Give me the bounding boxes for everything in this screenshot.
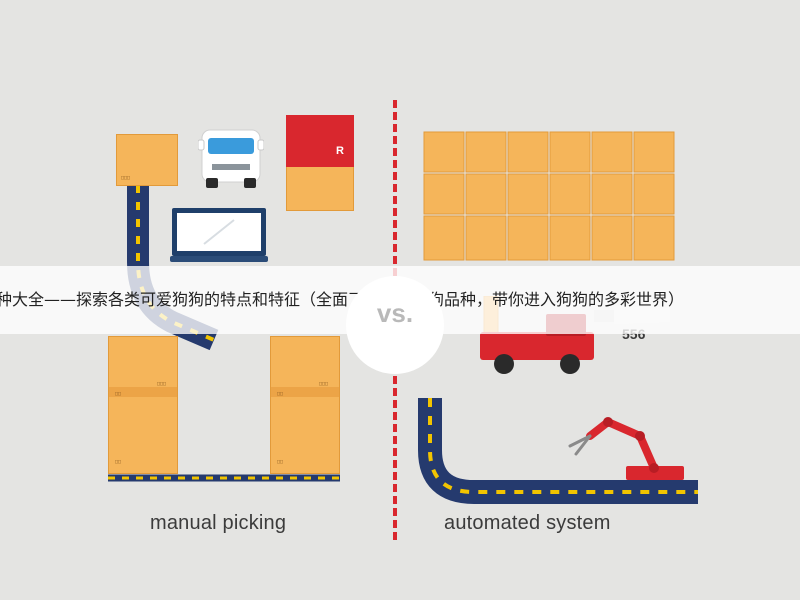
top-left-box: □□□ — [116, 134, 178, 186]
robotic-arm-icon — [568, 417, 684, 480]
poster-box: R — [286, 115, 354, 211]
left-shelf-box: □□□ □□ □□ — [108, 336, 178, 474]
delivery-truck-icon — [198, 129, 264, 188]
right-shelf-box: □□□ □□ □□ — [270, 336, 340, 474]
poster-letter: R — [336, 145, 344, 157]
caption-automated-system: automated system — [444, 512, 611, 534]
vs-label: vs. — [376, 298, 414, 328]
laptop-icon — [170, 208, 268, 262]
banner-text: 种大全——探索各类可爱狗狗的特点和特征（全面了解不同狗狗品种，带你进入狗狗的多彩… — [0, 290, 685, 309]
caption-manual-picking: manual picking — [150, 512, 287, 534]
vs-badge — [346, 276, 444, 374]
